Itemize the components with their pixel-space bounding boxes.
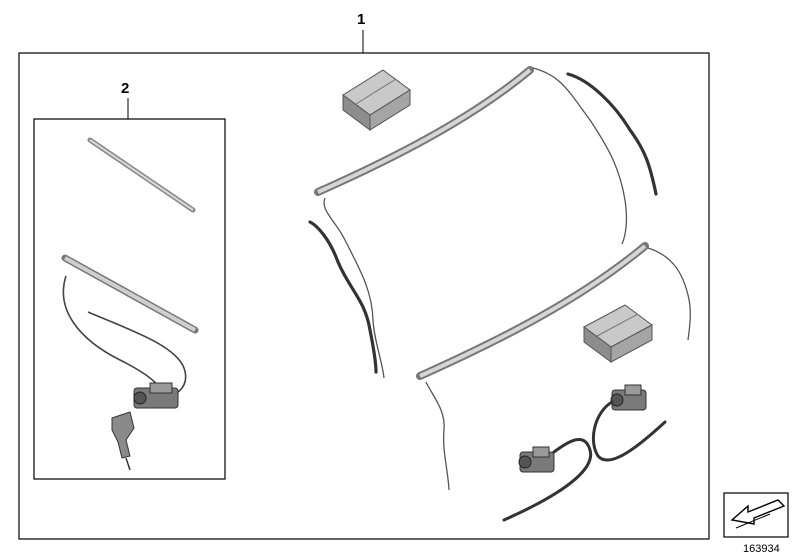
callout-2: 2 (121, 80, 130, 97)
lower-frame-right (647, 247, 691, 341)
drive-cable-right (591, 400, 667, 462)
main-kit-frame (18, 52, 710, 540)
arrow-down-left-icon (723, 492, 789, 538)
sub-kit-motor (133, 382, 179, 409)
upper-seal-left (308, 220, 378, 374)
callout-1: 1 (357, 11, 366, 28)
diagram-code: 163934 (743, 543, 780, 555)
upper-frame-outline (323, 197, 385, 379)
upper-front-rail (314, 66, 534, 196)
small-parts-box-1 (342, 69, 411, 131)
upper-seal-right (566, 72, 658, 196)
lower-frame-left (425, 381, 450, 491)
sub-kit-frame (33, 118, 226, 480)
drive-motor-right (610, 384, 647, 411)
sub-kit-rail (61, 254, 199, 334)
lower-front-rail (416, 242, 649, 380)
sub-kit-guide-strip (87, 137, 196, 213)
small-parts-box-2 (583, 304, 653, 363)
drive-cable-left (502, 438, 593, 522)
upper-frame-right (532, 67, 628, 245)
drive-motor-left (518, 446, 555, 473)
sub-kit-bracket (111, 411, 135, 471)
